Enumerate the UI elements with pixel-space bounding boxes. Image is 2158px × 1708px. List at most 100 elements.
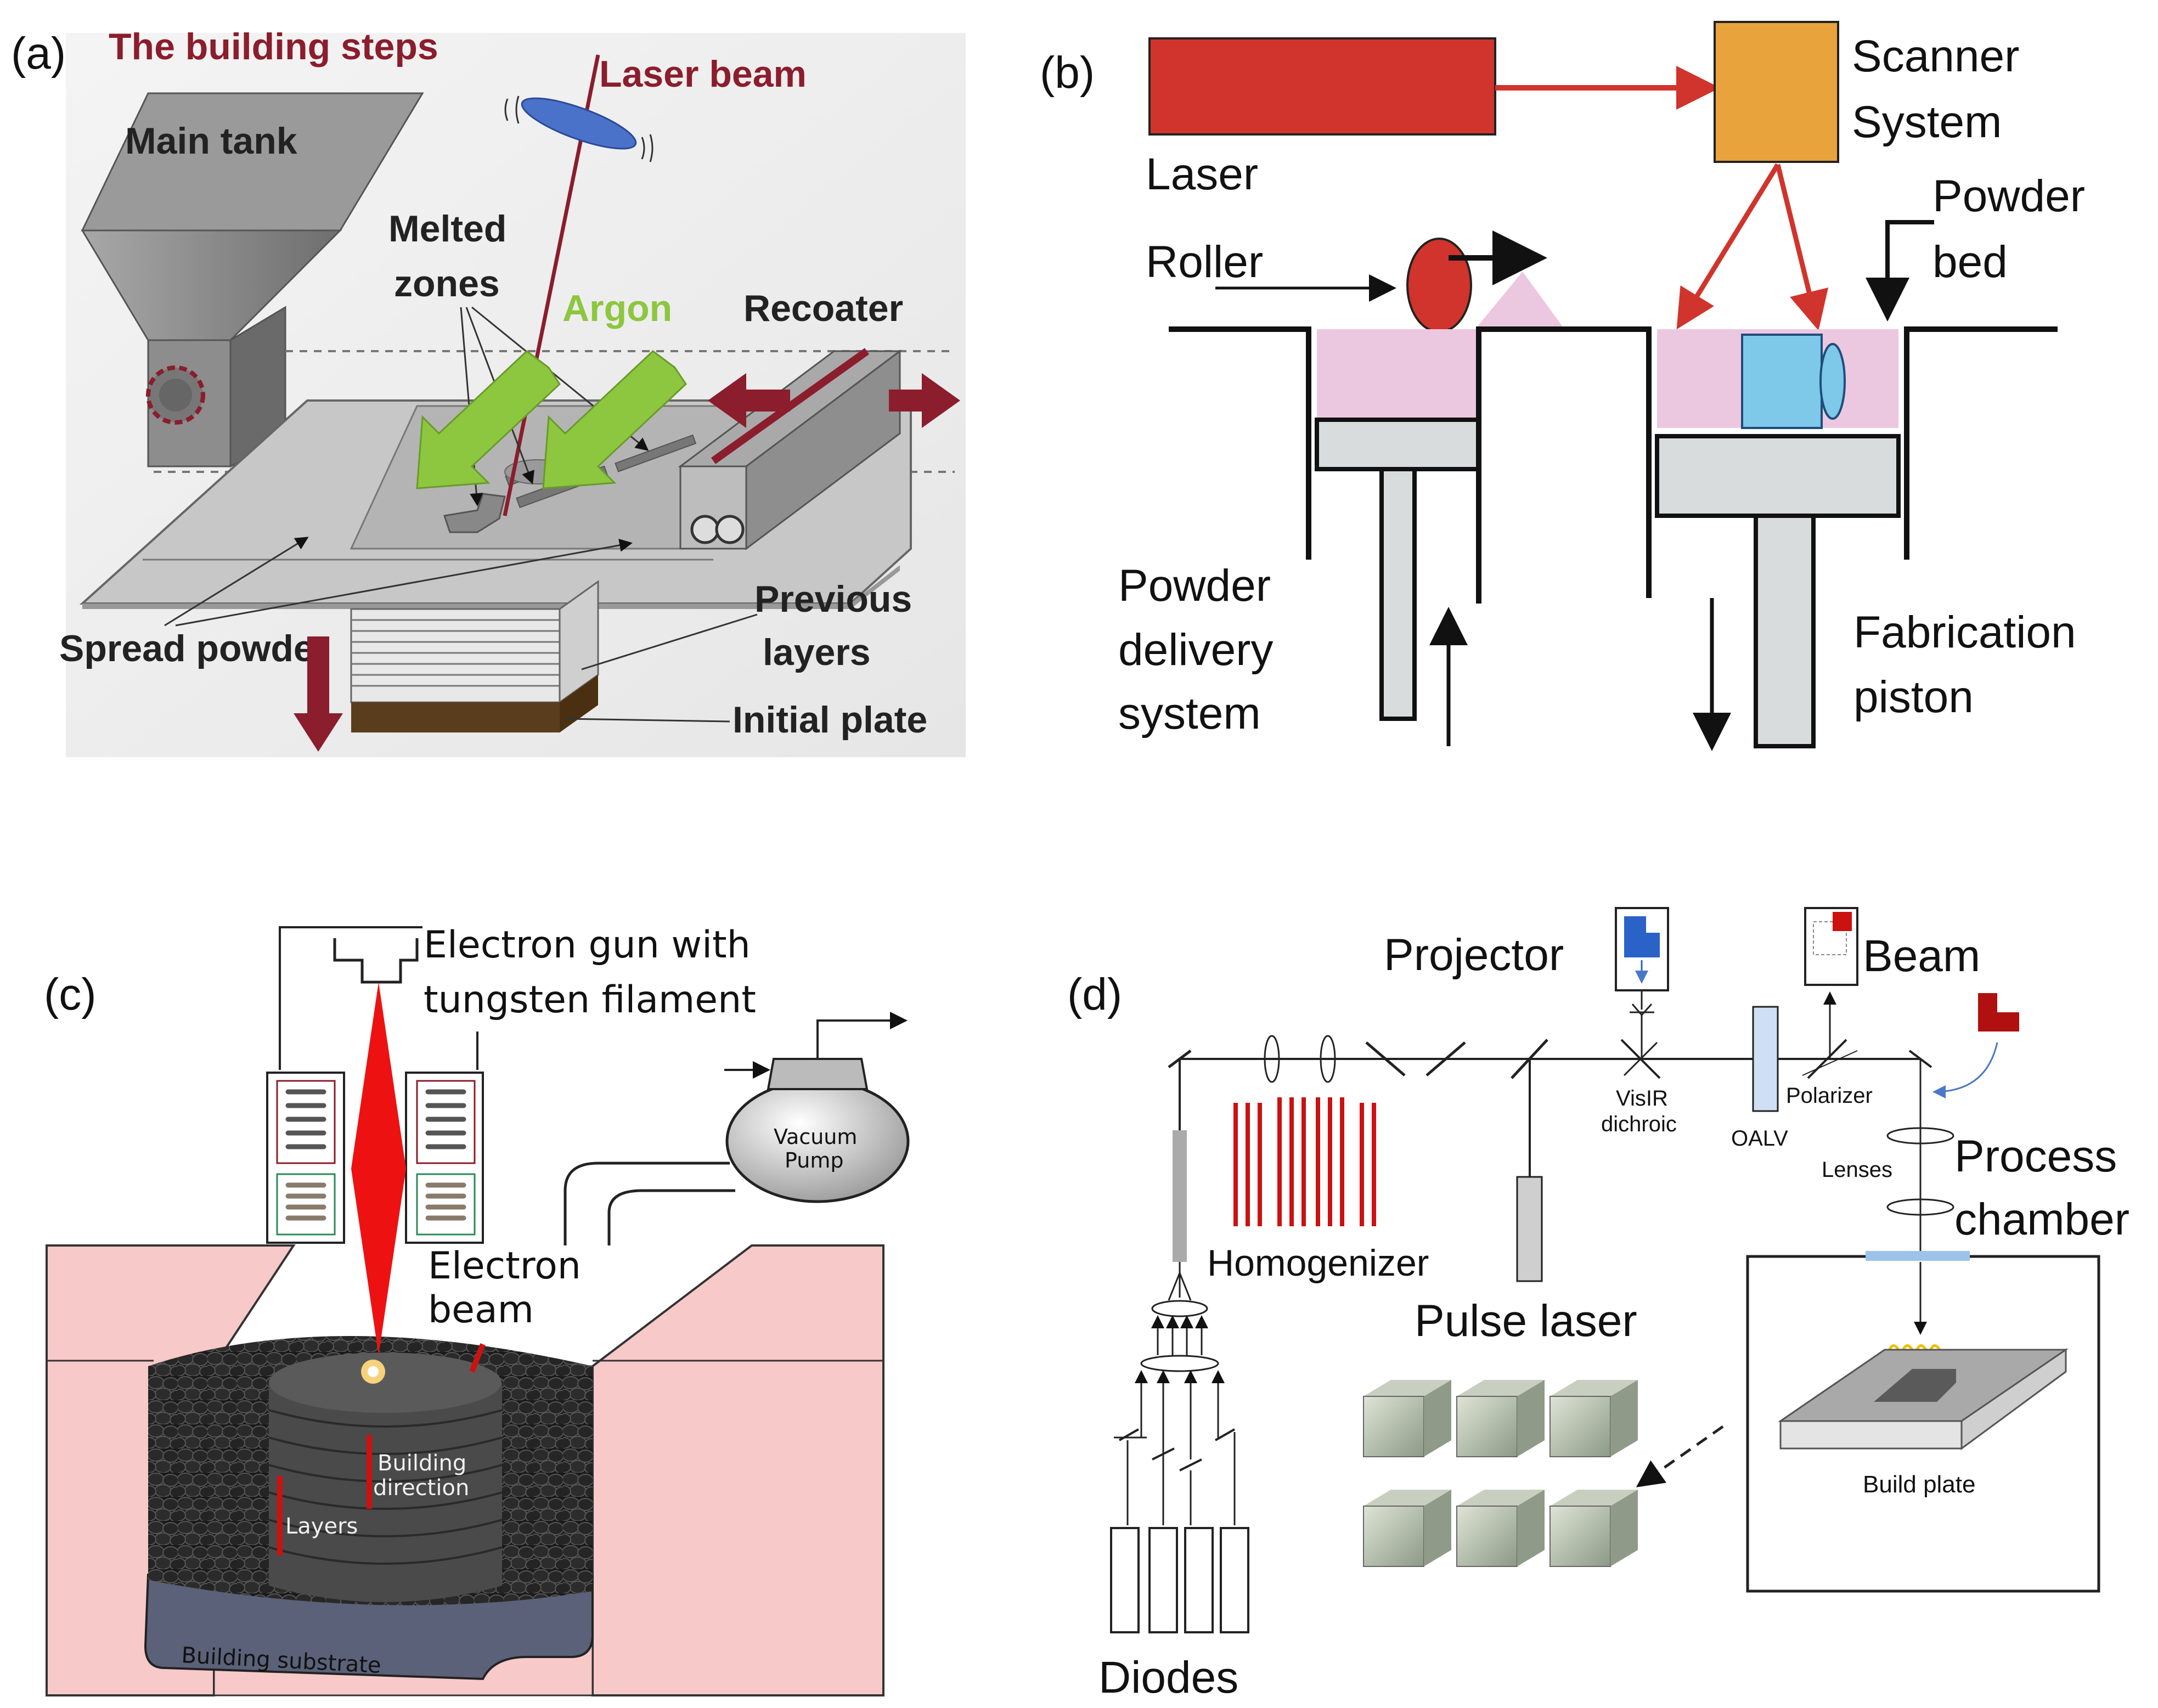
- beam-spot: [1833, 912, 1852, 931]
- pattern-arrow: [1932, 1042, 1998, 1098]
- main-tank-label: Main tank: [125, 120, 297, 162]
- previous-layers-stack: [350, 580, 599, 732]
- vibration-icon: [504, 95, 653, 162]
- cube-5: [1456, 1490, 1545, 1567]
- panel-c-letter: (c): [44, 969, 97, 1019]
- cube-4: [1363, 1490, 1451, 1567]
- diodes-label: Diodes: [1098, 1653, 1238, 1703]
- vacuum-label-1: Vacuum: [774, 1125, 857, 1149]
- powder-pile: [1476, 272, 1564, 328]
- chamber-wall-right: [591, 1244, 884, 1696]
- electron-gun: [266, 926, 484, 1244]
- pulse-laser-box: [1516, 1176, 1543, 1282]
- scanner-label-2: System: [1852, 97, 2002, 147]
- melted-label-2: zones: [394, 263, 500, 305]
- powder-delivery-label-2: delivery: [1118, 625, 1274, 675]
- electron-gun-label-2: tungsten filament: [424, 978, 756, 1022]
- fabrication-label-2: piston: [1853, 672, 1974, 722]
- fabrication-wall-right: [1904, 326, 2058, 560]
- projector-label: Projector: [1384, 930, 1564, 980]
- panel-d-letter: (d): [1067, 969, 1122, 1019]
- fabricated-part-side: [1819, 343, 1846, 420]
- panel-a-title: The building steps: [109, 26, 438, 67]
- process-label-2: chamber: [1954, 1194, 2129, 1244]
- panel-d: (d) Pulse laser Homogenizer: [1067, 907, 2129, 1703]
- laser-beam-label: Laser beam: [599, 53, 807, 95]
- recoater-arrow-left: [708, 373, 790, 428]
- laser-lens-icon: [521, 97, 637, 150]
- divider-wall: [1476, 326, 1652, 604]
- mirror-1: [1168, 1050, 1192, 1068]
- lens-4: [1886, 1198, 1954, 1216]
- lens-1: [1264, 1035, 1280, 1083]
- powder-bed-label-1: Powder: [1932, 171, 2085, 221]
- fabricated-part: [1741, 334, 1823, 429]
- down-arrow-icon: [294, 636, 343, 752]
- cube-2: [1456, 1380, 1545, 1457]
- electron-beam-label-1: Electron: [428, 1244, 581, 1288]
- homogenizer: [1233, 1097, 1376, 1226]
- panel-a: (a) The building steps Main tank: [11, 26, 966, 757]
- diode-2: [1148, 1527, 1178, 1633]
- panel-c: (c) Building substrate Building di: [44, 923, 910, 1696]
- cube-6: [1550, 1490, 1638, 1567]
- argon-arrow-2: [542, 350, 687, 489]
- initial-plate-label: Initial plate: [733, 699, 927, 741]
- panel-b-letter: (b): [1040, 48, 1095, 98]
- pulse-laser-label: Pulse laser: [1415, 1296, 1637, 1346]
- initial-plate-pointer: [565, 718, 730, 723]
- vacuum-pump: [564, 1012, 910, 1245]
- delivery-piston-head: [1315, 418, 1481, 471]
- process-label-1: Process: [1954, 1131, 2117, 1181]
- argon-arrow-1: [416, 350, 561, 489]
- build-plate: [1778, 1348, 2069, 1450]
- polarizer-label: Polarizer: [1786, 1084, 1873, 1108]
- spread-pointer-1: [164, 537, 309, 627]
- pattern-icon: [1978, 993, 2019, 1031]
- layers-marker: [277, 1476, 283, 1555]
- fabrication-piston-head: [1655, 434, 1901, 518]
- lens-2: [1320, 1035, 1336, 1083]
- building-direction-marker: [367, 1435, 372, 1509]
- diode-1: [1110, 1527, 1140, 1633]
- powder-bed-label-2: bed: [1932, 237, 2008, 287]
- powder-bed-pointer: [1866, 220, 1934, 322]
- mirror-2: [1365, 1041, 1406, 1076]
- spread-pointer-2: [175, 538, 633, 627]
- scan-beam-left: [1676, 163, 1780, 330]
- panel-b: (b) Laser Scanner System Roller Powder b…: [1040, 21, 2085, 751]
- lenses-label: Lenses: [1822, 1158, 1892, 1182]
- projector: [1615, 907, 1669, 1079]
- vacuum-label-2: Pump: [785, 1148, 843, 1173]
- electron-gun-label-1: Electron gun with: [424, 923, 751, 967]
- building-direction-label-2: direction: [373, 1475, 469, 1501]
- previous-layers-label-1: Previous: [754, 578, 912, 620]
- cube-1: [1363, 1380, 1451, 1457]
- spread-powder-label: Spread powder: [59, 628, 329, 669]
- scanner-label-1: Scanner: [1852, 31, 2019, 81]
- main-tank: [81, 92, 424, 468]
- powder-delivery-label-1: Powder: [1118, 561, 1271, 611]
- polarizer-mirror: [1807, 1039, 1847, 1079]
- panel-a-letter: (a): [11, 29, 66, 78]
- delivery-powder: [1317, 329, 1479, 420]
- diode-beam-combiner: [1114, 1262, 1236, 1525]
- powder-delivery-label-3: system: [1118, 689, 1261, 739]
- cube-3: [1550, 1380, 1638, 1457]
- oalv-label: OALV: [1731, 1126, 1788, 1151]
- recoater-label: Recoater: [743, 288, 903, 329]
- roller-icon: [1406, 238, 1472, 333]
- previous-layers-pointer: [581, 613, 758, 670]
- roller-label: Roller: [1146, 237, 1263, 287]
- printed-cubes: [1363, 1380, 1638, 1567]
- output-arrow: [1636, 1425, 1724, 1487]
- fabrication-label-1: Fabrication: [1853, 607, 2076, 657]
- build-plate-label: Build plate: [1863, 1471, 1975, 1498]
- delivery-piston-rod: [1379, 467, 1417, 721]
- fabrication-piston-rod: [1754, 514, 1816, 748]
- electron-beam-label-2: beam: [428, 1288, 534, 1332]
- recoater-arrow-right: [889, 373, 960, 428]
- layers-label: Layers: [285, 1514, 358, 1539]
- mirror-3: [1425, 1041, 1466, 1076]
- scan-beam-right: [1775, 164, 1829, 331]
